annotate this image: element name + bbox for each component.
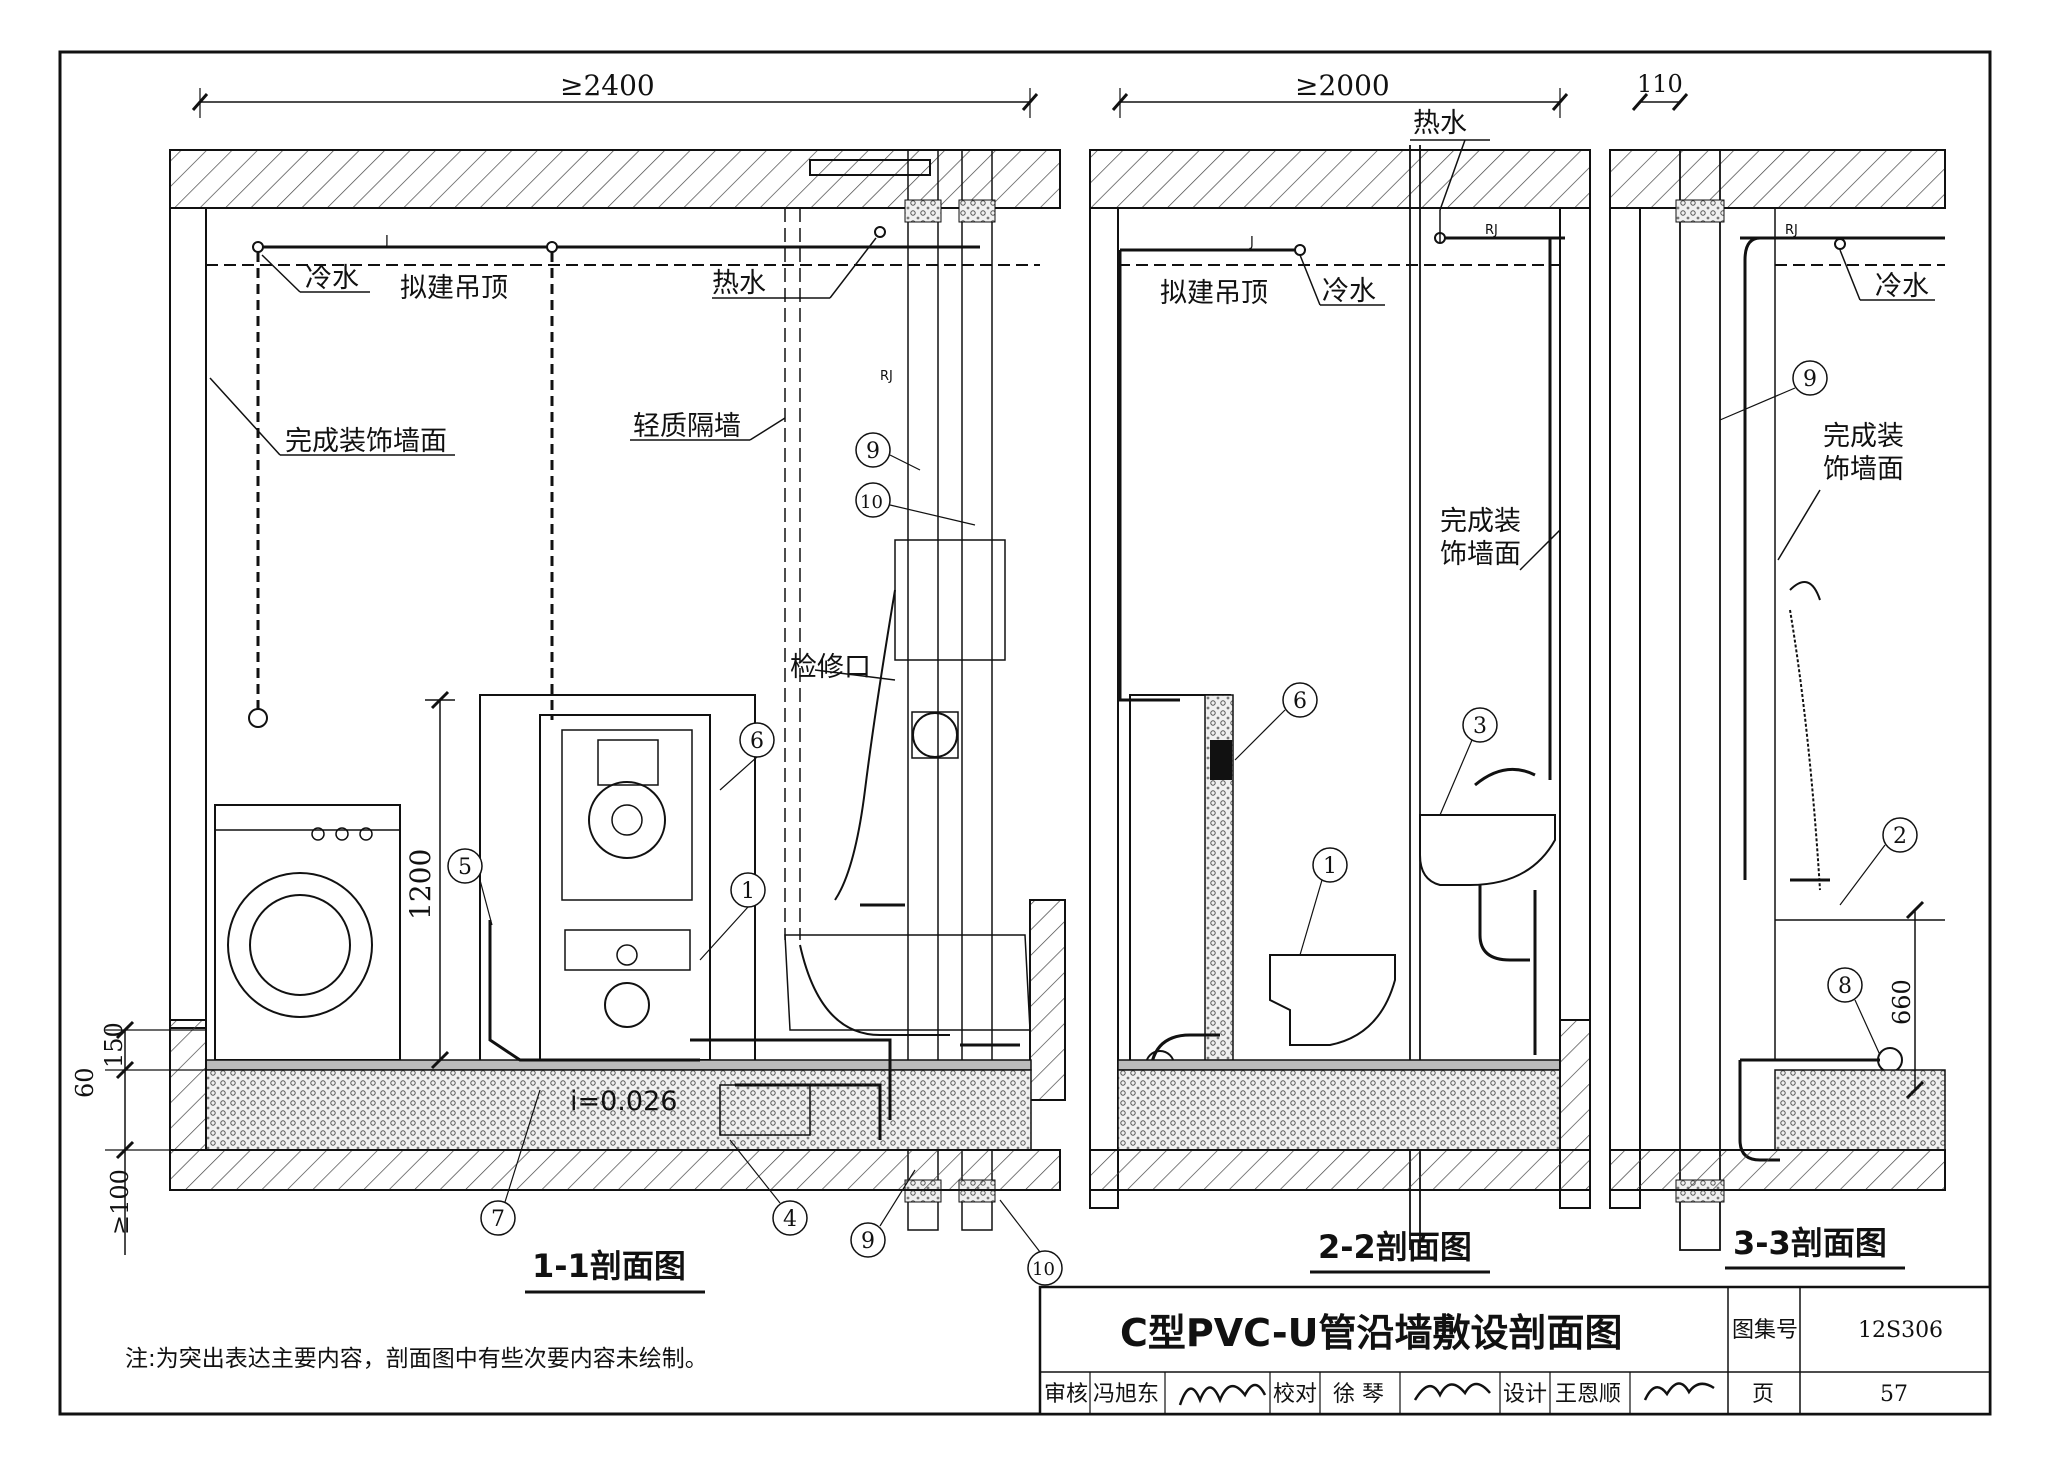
slope-label: i=0.026 <box>570 1086 677 1117</box>
callout-10: 10 <box>860 492 883 513</box>
callout-9: 9 <box>861 1229 875 1254</box>
page-number: 57 <box>1880 1382 1908 1407</box>
hot-water-label-2: 热水 <box>1413 108 1467 139</box>
cold-water-label-1: 冷水 <box>305 263 359 294</box>
finished-wall-label-2b: 饰墙面 <box>1440 539 1521 570</box>
drawing-frame <box>58 50 1992 1416</box>
callout-5: 5 <box>458 855 472 880</box>
partition-label: 轻质隔墙 <box>633 411 741 442</box>
cold-water-label-3: 冷水 <box>1875 271 1929 302</box>
section-1-1: ≥2400 J 冷水 拟建吊顶 热水 完成装饰墙面 轻质隔墙 <box>71 69 1066 1286</box>
ceiling-label-1: 拟建吊顶 <box>400 273 508 304</box>
cold-water-label-2: 冷水 <box>1322 276 1376 307</box>
hot-water-label-1: 热水 <box>712 268 766 299</box>
finished-wall-label-3b: 饰墙面 <box>1823 454 1904 485</box>
design-label: 设计 <box>1503 1382 1547 1407</box>
access-hatch-label: 检修口 <box>790 652 871 683</box>
section-3-3: 110 RJ 冷水 完成装 饰墙面 660 <box>1609 70 1946 1251</box>
callout-1: 1 <box>741 879 755 904</box>
reviewer-name: 冯旭东 <box>1093 1382 1159 1407</box>
section-title-2: 2-2剖面图 <box>1318 1228 1472 1266</box>
footnote: 注:为突出表达主要内容，剖面图中有些次要内容未绘制。 <box>125 1346 708 1372</box>
callout-10b: 10 <box>1032 1259 1055 1280</box>
dim-width-1: ≥2400 <box>560 69 655 102</box>
pipe-rj-tag: RJ <box>880 369 893 384</box>
section-title-1: 1-1剖面图 <box>532 1247 686 1285</box>
callout-3-s2: 3 <box>1473 714 1487 739</box>
pipe-j-tag-2: J <box>1249 235 1254 250</box>
pipe-rj-tag-2: RJ <box>1485 223 1498 238</box>
section-2-2: ≥2000 RJ J 热水 冷水 拟建吊顶 完成装 饰墙面 <box>1089 69 1591 1250</box>
pipe-j-tag: J <box>384 234 389 249</box>
dim-width-3: 110 <box>1637 70 1683 98</box>
finished-wall-label-1: 完成装饰墙面 <box>285 426 447 457</box>
callout-7: 7 <box>491 1207 505 1232</box>
dim-width-2: ≥2000 <box>1295 69 1390 102</box>
callout-6: 6 <box>750 729 764 754</box>
pipe-rj-tag-3: RJ <box>1785 223 1798 238</box>
review-label: 审核 <box>1044 1382 1088 1407</box>
ceiling-label-2: 拟建吊顶 <box>1160 278 1268 309</box>
dim-100: ≥100 <box>106 1169 134 1235</box>
finished-wall-label-3a: 完成装 <box>1823 421 1904 452</box>
section-title-3: 3-3剖面图 <box>1733 1224 1887 1262</box>
title-block: C型PVC-U管沿墙敷设剖面图 图集号 12S306 审核 冯旭东 校对 徐 琴… <box>1038 1285 1992 1416</box>
callout-9b: 9 <box>866 439 880 464</box>
dim-660: 660 <box>1888 979 1916 1025</box>
designer-signature <box>1643 1382 1715 1401</box>
callout-1-s2: 1 <box>1323 854 1337 879</box>
atlas-label: 图集号 <box>1732 1318 1798 1343</box>
check-label: 校对 <box>1273 1382 1317 1407</box>
atlas-number: 12S306 <box>1858 1318 1943 1343</box>
dim-150: 150 <box>100 1022 128 1068</box>
callout-2-s3: 2 <box>1893 824 1907 849</box>
reviewer-signature <box>1178 1383 1267 1406</box>
dim-60: 60 <box>71 1067 99 1098</box>
callout-9-s3: 9 <box>1803 367 1817 392</box>
designer-name: 王恩顺 <box>1555 1382 1621 1407</box>
checker-signature <box>1413 1382 1491 1401</box>
dim-1200: 1200 <box>404 849 437 920</box>
drawing-title: C型PVC-U管沿墙敷设剖面图 <box>1120 1311 1623 1355</box>
callout-6-s2: 6 <box>1293 689 1307 714</box>
finished-wall-label-2a: 完成装 <box>1440 506 1521 537</box>
page-label: 页 <box>1752 1382 1774 1407</box>
callout-8-s3: 8 <box>1838 974 1852 999</box>
callout-4: 4 <box>783 1207 797 1232</box>
checker-name: 徐 琴 <box>1333 1382 1384 1407</box>
